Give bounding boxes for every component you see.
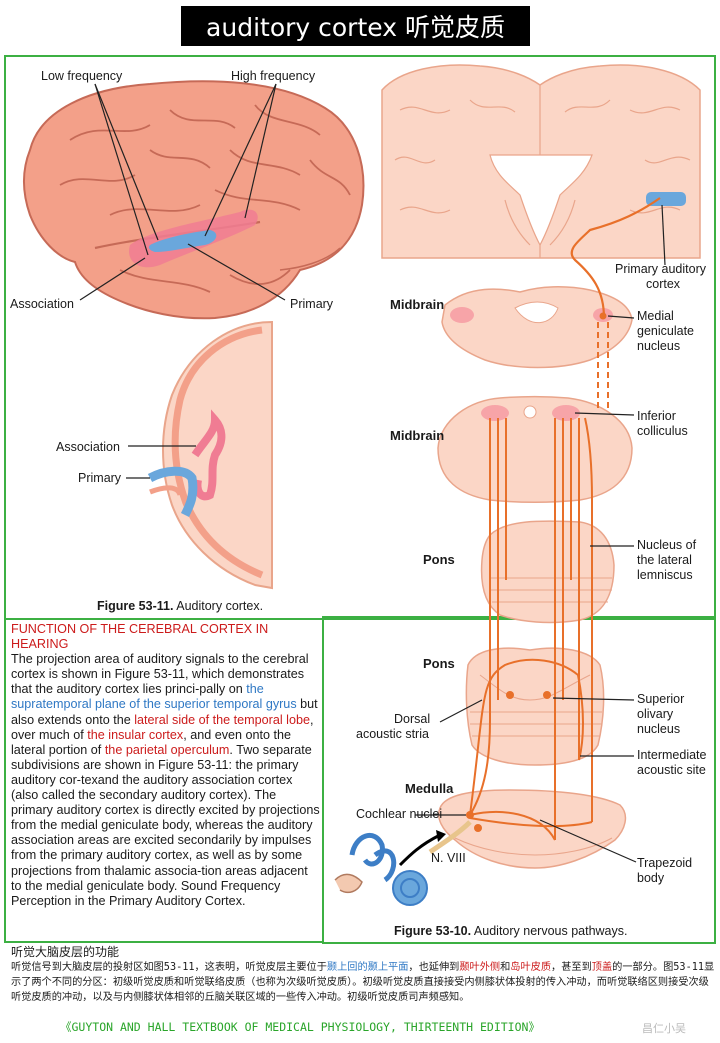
label-inferior-colliculus: Inferior: [637, 409, 676, 423]
label-association-section: Association: [56, 440, 120, 454]
text-run: , and even onto the lateral portion of: [11, 727, 292, 757]
label-medial-geniculate: Medial: [637, 309, 674, 323]
chinese-translation: 听觉大脑皮层的功能 听觉信号到大脑皮层的投射区如图53-11，这表明，听觉皮层主…: [11, 944, 716, 1005]
label-medial-geniculate-2: geniculate: [637, 324, 694, 338]
highlight-blue: the supratemporal plane of the superior …: [11, 682, 297, 712]
figure-53-10-caption: Figure 53-10. Auditory nervous pathways.: [394, 924, 627, 938]
highlight-blue: 颞上回的颞上平面: [326, 962, 409, 973]
label-intermediate-acoustic-2: acoustic site: [637, 763, 706, 777]
text-run: 听觉信号到大脑皮层的投射区如图53-11，这表明，听觉皮层主要位于: [11, 962, 327, 973]
label-association: Association: [10, 297, 74, 311]
text-run: ，也延伸到: [408, 962, 460, 973]
text-run: but also extends onto the: [11, 697, 318, 727]
text-run: 和: [500, 962, 511, 973]
label-superior-olivary-2: olivary: [637, 707, 674, 721]
figure-53-11-caption: Figure 53-11. Auditory cortex.: [97, 599, 263, 613]
label-dorsal-acoustic-stria: Dorsal: [394, 712, 431, 726]
label-midbrain-2: Midbrain: [390, 428, 445, 443]
source-citation: 《GUYTON AND HALL TEXTBOOK OF MEDICAL PHY…: [60, 1020, 540, 1034]
text-run: The projection area of auditory signals …: [11, 652, 309, 697]
label-high-frequency: High frequency: [231, 69, 316, 83]
label-lateral-lemniscus-2: the lateral: [637, 553, 692, 567]
coronal-section-view: [126, 320, 273, 590]
label-primary-auditory-cortex-2: cortex: [646, 277, 681, 291]
body-paragraph: The projection area of auditory signals …: [11, 652, 321, 909]
body-text: FUNCTION OF THE CEREBRAL CORTEX IN HEARI…: [11, 622, 321, 909]
chinese-paragraph: 听觉信号到大脑皮层的投射区如图53-11，这表明，听觉皮层主要位于颞上回的颞上平…: [11, 960, 716, 1005]
caption-text: Auditory cortex.: [176, 599, 264, 613]
label-lateral-lemniscus-3: lemniscus: [637, 568, 693, 582]
caption-number: Figure 53-11.: [97, 599, 174, 613]
label-medial-geniculate-3: nucleus: [637, 339, 681, 353]
label-intermediate-acoustic: Intermediate: [637, 748, 707, 762]
label-n-viii: N. VIII: [431, 851, 466, 865]
highlight-red: 颞叶外侧: [459, 962, 501, 973]
label-inferior-colliculus-2: colliculus: [637, 424, 688, 438]
chinese-heading: 听觉大脑皮层的功能: [11, 945, 120, 959]
auditory-pathway-lines: [415, 197, 666, 863]
highlight-red: the insular cortex: [87, 727, 184, 742]
brainstem-sections: [334, 286, 633, 906]
highlight-red: 岛叶皮质: [510, 962, 552, 973]
text-run: , over much of: [11, 712, 314, 742]
text-run: ，甚至到: [551, 962, 592, 973]
label-primary: Primary: [290, 297, 334, 311]
label-primary-section: Primary: [78, 471, 122, 485]
highlight-red: 顶盖: [591, 962, 613, 973]
label-superior-olivary: Superior: [637, 692, 685, 706]
caption-text: Auditory nervous pathways.: [473, 924, 628, 938]
label-dorsal-acoustic-stria-2: acoustic stria: [356, 727, 429, 741]
lateral-brain-view: [23, 80, 365, 320]
text-run: . Two separate subdivisions are shown in…: [11, 742, 320, 908]
label-low-frequency: Low frequency: [41, 69, 123, 83]
watermark: 昌仁小吴: [642, 1022, 686, 1035]
page-title: auditory cortex 听觉皮质: [181, 6, 530, 46]
label-superior-olivary-3: nucleus: [637, 722, 681, 736]
caption-number: Figure 53-10.: [394, 924, 472, 938]
section-heading: FUNCTION OF THE CEREBRAL CORTEX IN HEARI…: [11, 622, 269, 652]
coronal-brain-top: [381, 64, 701, 259]
label-trapezoid-body-2: body: [637, 871, 665, 885]
label-cochlear-nuclei: Cochlear nuclei: [356, 807, 443, 821]
label-trapezoid-body: Trapezoid: [637, 856, 693, 870]
label-lateral-lemniscus: Nucleus of: [637, 538, 697, 552]
label-primary-auditory-cortex: Primary auditory: [615, 262, 706, 276]
label-pons-1: Pons: [423, 552, 455, 567]
figure-frame: [4, 55, 716, 620]
highlight-red: lateral side of the temporal lobe: [134, 712, 310, 727]
label-medulla: Medulla: [405, 781, 454, 796]
highlight-red: the parietal operculum: [104, 742, 230, 757]
label-pons-2: Pons: [423, 656, 455, 671]
label-midbrain-1: Midbrain: [390, 297, 445, 312]
text-run: 的一部分。图53-11显示了两个不同的分区：初级听觉皮质和听觉联络皮质（也称为次…: [11, 962, 715, 1003]
